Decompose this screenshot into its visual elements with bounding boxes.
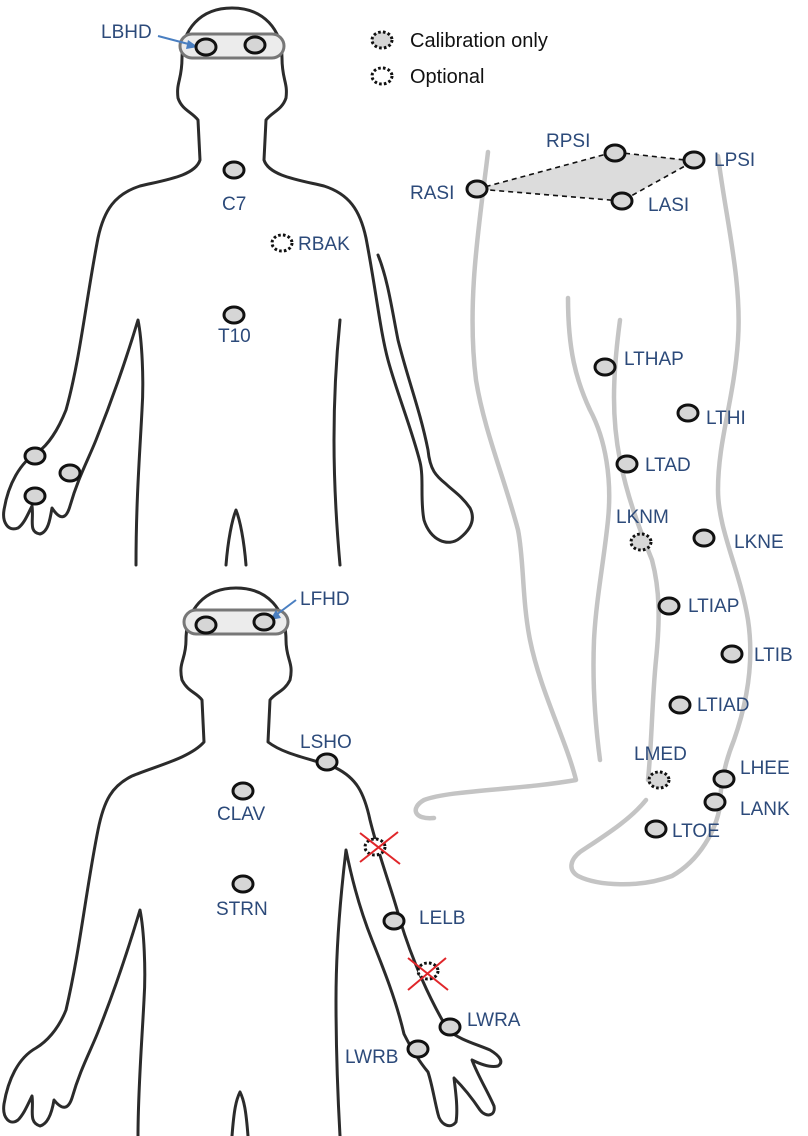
marker-rbhd[interactable] (243, 35, 267, 55)
legend-optional-marker (370, 66, 394, 86)
label-lthap: LTHAP (624, 349, 684, 370)
marker-lwrb[interactable] (406, 1039, 430, 1059)
marker-ltiad[interactable] (668, 695, 692, 715)
legend-calibration-marker (370, 30, 394, 50)
removed-cross-1a (359, 832, 401, 865)
label-rbak: RBAK (298, 234, 350, 255)
marker-lfra-removed[interactable] (416, 961, 440, 981)
marker-rpsi[interactable] (603, 143, 627, 163)
label-lank: LANK (740, 799, 790, 820)
marker-lthap[interactable] (593, 357, 617, 377)
marker-c7[interactable] (222, 160, 246, 180)
marker-t10[interactable] (222, 305, 246, 325)
back-body-outline (2, 6, 234, 567)
label-lhee: LHEE (740, 758, 790, 779)
marker-lbhd[interactable] (194, 37, 218, 57)
legend: Calibration only Optional (370, 30, 548, 88)
left-leg-outline-inner (611, 317, 661, 783)
legend-optional-label: Optional (410, 66, 485, 88)
marker-rasi[interactable] (465, 179, 489, 199)
label-ltiad: LTIAD (697, 695, 749, 716)
marker-lhee[interactable] (712, 769, 736, 789)
marker-lpsi[interactable] (682, 150, 706, 170)
front-body-outline (2, 586, 238, 1136)
front-view-figure: LFHD LSHO CLAV STRN LELB LWRA LWRB (2, 586, 521, 1136)
label-ltib: LTIB (754, 645, 793, 666)
marker-rwrb[interactable] (58, 463, 82, 483)
marker-rbak[interactable] (270, 233, 294, 253)
label-lwrb: LWRB (345, 1047, 398, 1068)
marker-lelb[interactable] (382, 911, 406, 931)
label-clav: CLAV (217, 804, 266, 825)
marker-ltiap[interactable] (657, 596, 681, 616)
back-view-figure: LBHD C7 RBAK T10 (2, 6, 474, 567)
back-body-outline-right (230, 6, 474, 567)
label-lbhd: LBHD (101, 22, 152, 43)
label-rpsi: RPSI (546, 131, 590, 152)
right-leg-outline-inner (565, 295, 612, 763)
marker-strn[interactable] (231, 874, 255, 894)
legend-calibration-label: Calibration only (410, 30, 548, 52)
label-rasi: RASI (410, 183, 454, 204)
removed-cross-2b (407, 957, 447, 991)
marker-lasi[interactable] (610, 191, 634, 211)
label-lsho: LSHO (300, 732, 352, 753)
marker-lkne[interactable] (692, 528, 716, 548)
marker-rfhd[interactable] (194, 615, 218, 635)
label-lfhd: LFHD (300, 589, 350, 610)
marker-ltoe[interactable] (644, 819, 668, 839)
marker-rfin[interactable] (23, 486, 47, 506)
label-lwra: LWRA (467, 1010, 521, 1031)
right-leg-outline-outer (413, 149, 579, 821)
left-leg-outline-outer (569, 153, 753, 887)
label-lknm: LKNM (616, 507, 669, 528)
label-lpsi: LPSI (714, 150, 755, 171)
label-lmed: LMED (634, 744, 687, 765)
label-ltoe: LTOE (672, 821, 720, 842)
label-ltad: LTAD (645, 455, 691, 476)
front-body-outline-right (234, 586, 503, 1136)
pelvis-plane (476, 151, 697, 202)
marker-clav[interactable] (231, 781, 255, 801)
label-lthi: LTHI (706, 408, 746, 429)
marker-ltad[interactable] (615, 454, 639, 474)
removed-cross-1b (359, 831, 399, 863)
marker-lupa-removed[interactable] (363, 837, 387, 857)
leg-view-figure: RPSI LPSI RASI LASI LTHAP LTHI LTAD LKNM… (410, 131, 793, 887)
marker-lank[interactable] (703, 792, 727, 812)
marker-lmed[interactable] (647, 770, 671, 790)
marker-lfhd[interactable] (252, 612, 276, 632)
back-crotch-line (224, 508, 248, 567)
marker-lwra[interactable] (438, 1017, 462, 1037)
label-c7: C7 (222, 194, 246, 215)
label-strn: STRN (216, 899, 268, 920)
label-t10: T10 (218, 326, 251, 347)
marker-lknm[interactable] (629, 532, 653, 552)
label-lasi: LASI (648, 195, 689, 216)
marker-rwra[interactable] (23, 446, 47, 466)
front-crotch-line (230, 1090, 250, 1136)
marker-ltib[interactable] (720, 644, 744, 664)
label-lelb: LELB (419, 908, 465, 929)
label-lkne: LKNE (734, 532, 784, 553)
marker-lthi[interactable] (676, 403, 700, 423)
label-ltiap: LTIAP (688, 596, 739, 617)
marker-lsho[interactable] (315, 752, 339, 772)
